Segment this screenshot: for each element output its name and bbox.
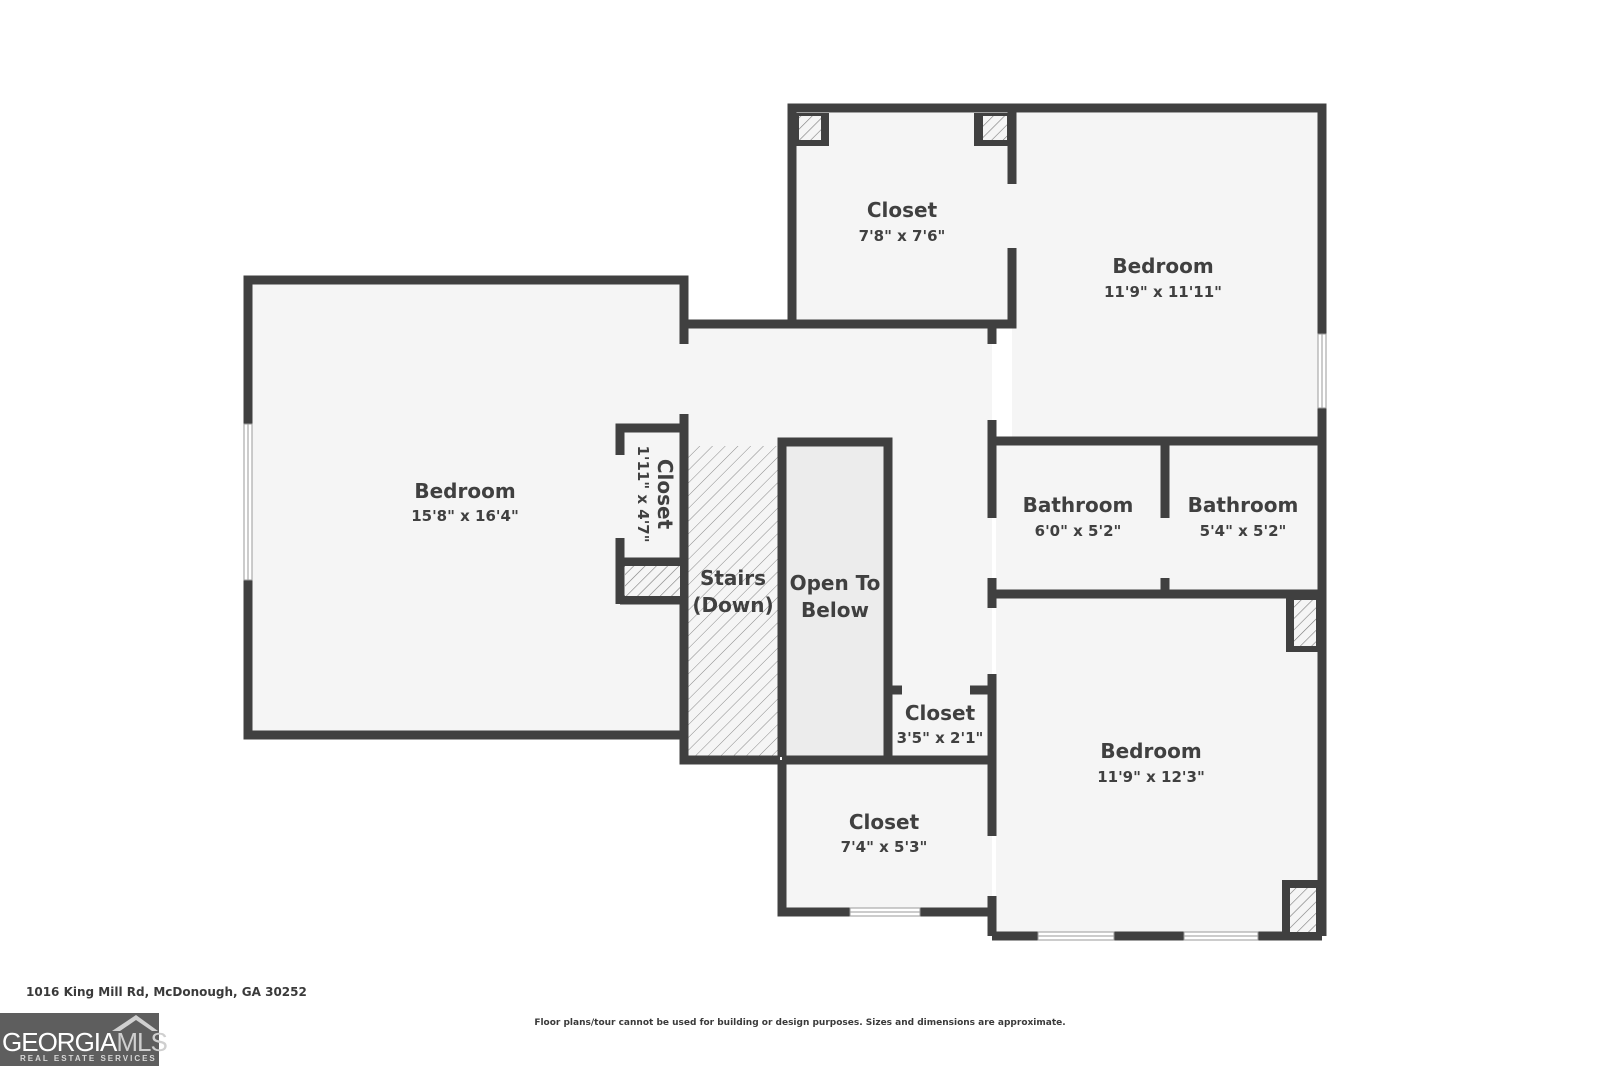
- room-closet-top: Closet 7'8" x 7'6": [859, 198, 946, 245]
- svg-text:5'4" x 5'2": 5'4" x 5'2": [1200, 522, 1287, 540]
- roof-icon: [112, 1015, 158, 1031]
- svg-text:7'8" x 7'6": 7'8" x 7'6": [859, 227, 946, 245]
- floors: [250, 113, 1320, 933]
- svg-text:11'9" x 11'11": 11'9" x 11'11": [1104, 283, 1222, 301]
- svg-text:Closet: Closet: [905, 701, 976, 725]
- stairs-area: [686, 446, 780, 756]
- windows: [243, 333, 1327, 941]
- room-bedroom-top-right: Bedroom 11'9" x 11'11": [1104, 254, 1222, 301]
- georgia-mls-logo: GEORGIAMLS REAL ESTATE SERVICES: [0, 1013, 168, 1066]
- svg-text:Stairs: Stairs: [700, 566, 766, 590]
- svg-text:1'11" x 4'7": 1'11" x 4'7": [634, 445, 652, 542]
- svg-text:Open To: Open To: [790, 571, 881, 595]
- svg-text:Below: Below: [801, 598, 869, 622]
- svg-text:Bedroom: Bedroom: [1112, 254, 1213, 278]
- svg-text:Bathroom: Bathroom: [1023, 493, 1134, 517]
- room-bedroom-bottom-right: Bedroom 11'9" x 12'3": [1097, 739, 1205, 786]
- svg-text:(Down): (Down): [692, 593, 773, 617]
- room-closet-bottom: Closet 7'4" x 5'3": [841, 810, 928, 856]
- svg-text:Bedroom: Bedroom: [1100, 739, 1201, 763]
- svg-text:7'4" x 5'3": 7'4" x 5'3": [841, 838, 928, 856]
- svg-text:Closet: Closet: [867, 198, 938, 222]
- room-closet-hall: Closet 3'5" x 2'1": [897, 701, 984, 747]
- room-bedroom-left: Bedroom 15'8" x 16'4": [411, 479, 519, 525]
- svg-text:11'9" x 12'3": 11'9" x 12'3": [1097, 768, 1205, 786]
- svg-text:Bathroom: Bathroom: [1188, 493, 1299, 517]
- room-closet-small-left: Closet 1'11" x 4'7": [634, 445, 677, 542]
- room-stairs: Stairs (Down): [692, 566, 773, 617]
- svg-text:3'5" x 2'1": 3'5" x 2'1": [897, 729, 984, 747]
- room-open-to-below: Open To Below: [790, 571, 881, 622]
- svg-text:6'0" x 5'2": 6'0" x 5'2": [1035, 522, 1122, 540]
- open-to-below-area: [786, 446, 886, 756]
- svg-text:15'8" x 16'4": 15'8" x 16'4": [411, 507, 519, 525]
- svg-text:Closet: Closet: [849, 810, 920, 834]
- logo-main-text: GEORGIA: [2, 1027, 117, 1057]
- logo-subtitle: REAL ESTATE SERVICES: [20, 1054, 157, 1063]
- svg-text:Closet: Closet: [653, 459, 677, 530]
- svg-text:Bedroom: Bedroom: [414, 479, 515, 503]
- room-bathroom-2: Bathroom 5'4" x 5'2": [1188, 493, 1299, 540]
- logo-accent-text: MLS: [116, 1027, 167, 1057]
- property-address: 1016 King Mill Rd, McDonough, GA 30252: [26, 985, 307, 999]
- disclaimer-text: Floor plans/tour cannot be used for buil…: [534, 1018, 1066, 1028]
- room-bathroom-1: Bathroom 6'0" x 5'2": [1023, 493, 1134, 540]
- chases: [625, 113, 1318, 932]
- walls: [243, 103, 1327, 941]
